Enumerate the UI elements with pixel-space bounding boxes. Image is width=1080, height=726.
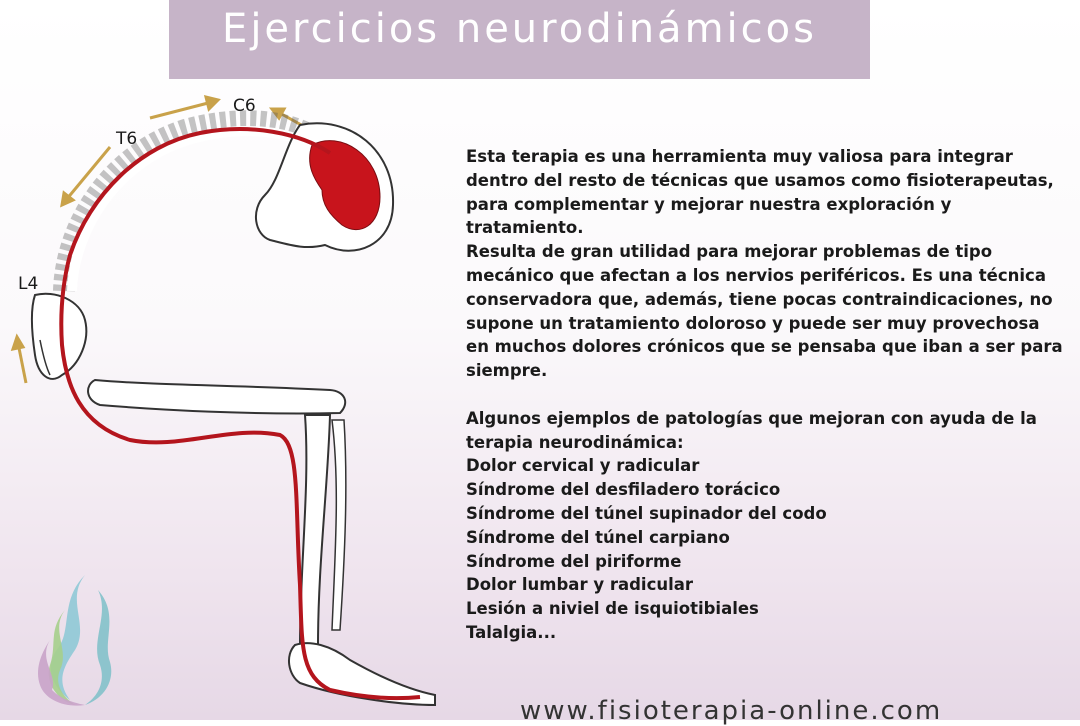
label-l4: L4: [18, 274, 38, 294]
footer-url[interactable]: www.fisioterapia-online.com: [520, 696, 943, 726]
example-item: Síndrome del túnel carpiano: [466, 527, 730, 547]
brand-logo-icon: [38, 575, 112, 706]
paragraph: Resulta de gran utilidad para mejorar pr…: [466, 242, 1063, 381]
example-item: Síndrome del piriforme: [466, 551, 682, 571]
example-item: Síndrome del túnel supinador del codo: [466, 503, 827, 523]
neurodynamics-illustration: C6 T6 L4: [10, 94, 436, 707]
example-item: Lesión a niviel de isquiotibiales: [466, 599, 759, 619]
example-item: Dolor cervical y radicular: [466, 456, 700, 476]
label-c6: C6: [233, 96, 256, 116]
example-item: Talalgia...: [466, 622, 557, 642]
description-text: Esta terapia es una herramienta muy vali…: [466, 145, 1066, 645]
skull: [255, 122, 395, 252]
example-item: Dolor lumbar y radicular: [466, 575, 694, 595]
title-banner: Ejercicios neurodinámicos: [169, 0, 870, 79]
label-t6: T6: [115, 129, 137, 149]
paragraph: Esta terapia es una herramienta muy vali…: [466, 147, 1054, 238]
arrow-icons: [10, 94, 306, 384]
page-title: Ejercicios neurodinámicos: [222, 5, 817, 52]
examples-intro: Algunos ejemplos de patologías que mejor…: [466, 408, 1037, 452]
nerve-path: [59, 127, 421, 701]
example-item: Síndrome del desfiladero torácico: [466, 480, 781, 500]
